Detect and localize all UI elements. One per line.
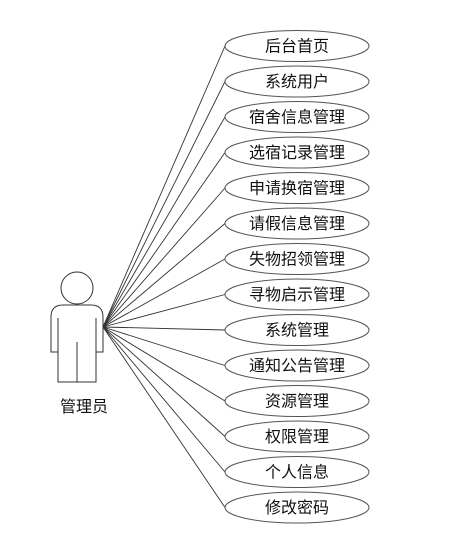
use-case: 通知公告管理 [224,349,370,382]
use-case-label: 系统管理 [265,321,329,340]
association-line [102,326,226,366]
association-line [102,223,226,328]
association-line [102,187,226,328]
use-case: 修改密码 [224,491,370,524]
association-line [102,116,226,328]
use-case-label: 请假信息管理 [249,214,345,233]
use-case: 失物招领管理 [224,243,370,275]
association-line [102,326,226,331]
use-case: 选宿记录管理 [224,136,370,169]
use-case-label: 寻物启示管理 [249,285,345,304]
use-case-label: 资源管理 [265,392,329,411]
association-line [102,152,226,328]
use-case-ellipse [224,207,370,240]
association-line [102,81,226,328]
association-line [102,326,226,473]
use-case: 宿舍信息管理 [224,101,370,133]
use-case-label: 个人信息 [265,463,329,482]
use-case: 后台首页 [224,30,370,62]
actor-head [60,271,94,305]
use-case-label: 宿舍信息管理 [249,108,345,127]
use-case-label: 申请换宿管理 [249,179,345,198]
actor-name: 管理员 [60,397,108,416]
use-case-ellipse [224,101,370,133]
use-case-label: 系统用户 [265,72,329,91]
association-line [102,326,226,508]
actor-admin: 管理员 [50,271,108,416]
use-case-ellipse [224,172,370,204]
use-case-ellipse [224,420,370,453]
use-case-label: 失物招领管理 [249,250,345,269]
use-case-ellipse [224,243,370,275]
use-case-ellipse [224,456,370,488]
use-case: 资源管理 [224,385,370,417]
use-case-ellipse [224,278,370,311]
use-case-ellipse [224,30,370,62]
association-line [102,326,226,437]
use-case-ellipse [224,314,370,346]
use-case: 权限管理 [224,420,370,453]
use-case-label: 权限管理 [265,427,329,446]
use-case-label: 修改密码 [265,498,329,517]
use-case-label: 通知公告管理 [249,356,345,375]
use-case-ellipse [224,65,370,98]
use-case: 系统管理 [224,314,370,346]
use-case-ellipse [224,136,370,169]
use-case: 申请换宿管理 [224,172,370,204]
association-line [102,326,226,402]
use-case-ellipse [224,491,370,524]
association-lines [102,45,226,508]
use-case: 系统用户 [224,65,370,98]
use-case: 请假信息管理 [224,207,370,240]
use-cases: 后台首页系统用户宿舍信息管理选宿记录管理申请换宿管理请假信息管理失物招领管理寻物… [224,30,370,524]
use-case: 个人信息 [224,456,370,488]
association-line [102,45,226,328]
use-case-ellipse [224,349,370,382]
association-line [102,258,226,328]
association-line [102,294,226,328]
use-case-ellipse [224,385,370,417]
use-case-label: 后台首页 [265,37,329,56]
use-case-label: 选宿记录管理 [249,143,345,162]
use-case: 寻物启示管理 [224,278,370,311]
